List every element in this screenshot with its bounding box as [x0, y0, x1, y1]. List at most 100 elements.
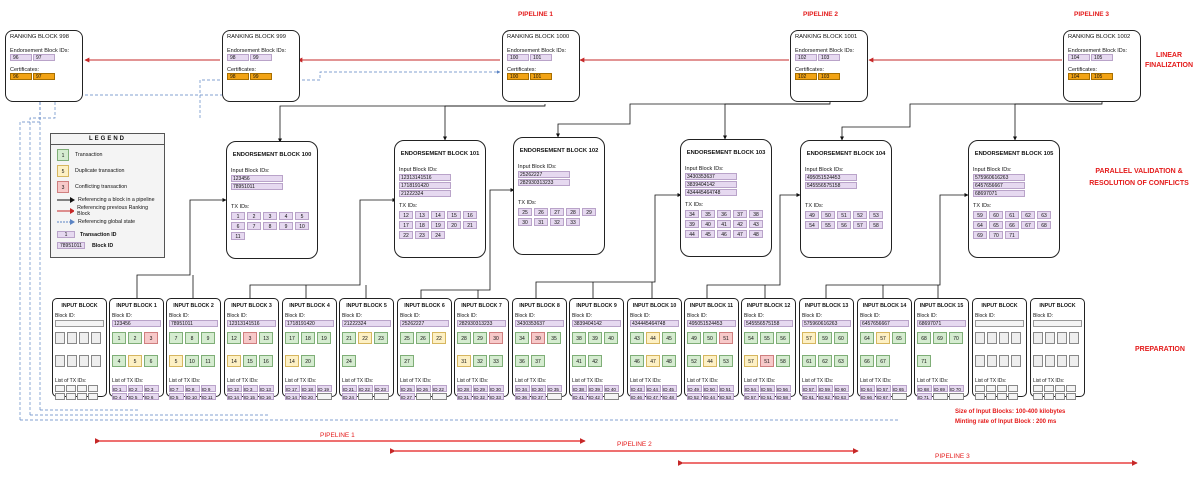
- tx-id-list-item: ID 4: [112, 393, 127, 400]
- empty-transaction-slot: [987, 355, 997, 367]
- tx-list-label: List of TX IDs:: [572, 378, 604, 384]
- transaction: 16: [259, 355, 273, 367]
- transaction: 48: [662, 355, 676, 367]
- tx-id-list-item: ID 54: [744, 385, 759, 392]
- ranking-block-title: RANKING BLOCK 1001: [795, 34, 858, 40]
- input-block-id: 68697071: [973, 190, 1025, 197]
- tx-id-list-item: ID 27: [400, 393, 415, 400]
- tx-id: 2: [247, 212, 261, 220]
- tx-id-list-item: [547, 393, 562, 400]
- input-ids-label: Input Block IDs:: [973, 167, 1012, 173]
- block-id-label: Block ID:: [687, 313, 708, 319]
- input-ids-label: Input Block IDs:: [231, 168, 270, 174]
- transaction: 23: [374, 332, 388, 344]
- transaction: 29: [473, 332, 487, 344]
- endorsement-block-title: ENDORSEMENT BLOCK 105: [974, 151, 1054, 157]
- tx-id-list-item: ID 15: [243, 393, 258, 400]
- tx-id: 56: [837, 221, 851, 229]
- tx-list-label: List of TX IDs:: [1033, 378, 1065, 384]
- transaction: 35: [547, 332, 561, 344]
- legend-conflicting-swatch: 3: [57, 181, 69, 193]
- certificate-chip: 102: [795, 73, 817, 80]
- transaction-grid: [975, 332, 1024, 376]
- tx-id-list-item: ID 49: [687, 385, 702, 392]
- transaction: 49: [687, 332, 701, 344]
- empty-transaction-slot: [91, 355, 101, 367]
- empty-tx-id-slot: [975, 385, 985, 392]
- tx-id-list-item: ID 52: [687, 393, 702, 400]
- input-block-title: INPUT BLOCK 13: [804, 303, 849, 309]
- transaction: 4: [112, 355, 126, 367]
- input-block-id: 3839404142: [685, 181, 737, 188]
- tx-list-label: List of TX IDs:: [687, 378, 719, 384]
- empty-tx-id-slot: [986, 385, 996, 392]
- tx-id-list-item: ID 33: [489, 393, 504, 400]
- block-id-label: Block ID:: [744, 313, 765, 319]
- input-block-title: INPUT BLOCK 9: [576, 303, 617, 309]
- transaction: 53: [719, 355, 733, 367]
- endorsement-id-chip: 104: [1068, 54, 1090, 61]
- preparation-label: PREPARATION: [1135, 346, 1185, 353]
- transaction: 43: [630, 332, 644, 344]
- input-block-title: INPUT BLOCK 12: [746, 303, 791, 309]
- ranking-block-title: RANKING BLOCK 999: [227, 34, 286, 40]
- empty-transaction-slot: [1033, 332, 1043, 344]
- transaction: 14: [227, 355, 241, 367]
- tx-id-list-item: ID 3: [243, 385, 258, 392]
- certificate-chip: 105: [1091, 73, 1113, 80]
- pipeline-label-top: PIPELINE 2: [803, 11, 839, 18]
- endorsement-id-chip: 103: [818, 54, 840, 61]
- transaction: 55: [760, 332, 774, 344]
- transaction: 58: [776, 355, 790, 367]
- tx-id: 24: [431, 231, 445, 239]
- tx-ids-label: TX IDs:: [518, 200, 537, 206]
- tx-id: 53: [869, 211, 883, 219]
- tx-id: 8: [263, 222, 277, 230]
- tx-id-list-item: ID 68: [917, 385, 932, 392]
- blue-dashed-arrow-icon: [57, 219, 75, 225]
- tx-list-label: List of TX IDs:: [515, 378, 547, 384]
- tx-id-list-item: ID 29: [473, 385, 488, 392]
- transaction: 21: [342, 332, 356, 344]
- empty-transaction-slot: [999, 332, 1009, 344]
- tx-id: 46: [717, 230, 731, 238]
- tx-id-list-item: ID 59: [818, 385, 833, 392]
- empty-transaction-slot: [55, 332, 65, 344]
- input-ids-label: Input Block IDs:: [518, 164, 557, 170]
- tx-list-label: List of TX IDs:: [285, 378, 317, 384]
- tx-id-list-item: ID 20: [301, 393, 316, 400]
- certificate-chip: 103: [818, 73, 840, 80]
- block-id-label: Block ID:: [112, 313, 133, 319]
- block-id: [1033, 320, 1082, 327]
- transaction: 46: [630, 355, 644, 367]
- tx-id: 70: [989, 231, 1003, 239]
- input-block-title: INPUT BLOCK 11: [689, 303, 734, 309]
- block-id: 545556575158: [744, 320, 793, 327]
- tx-id-list-item: ID 67: [876, 393, 891, 400]
- tx-id-list-item: ID 53: [719, 393, 734, 400]
- input-block-id: 6457656667: [973, 182, 1025, 189]
- tx-id: 13: [415, 211, 429, 219]
- pipeline-label-bottom: PIPELINE 2: [617, 441, 652, 448]
- tx-id-list-item: [933, 393, 948, 400]
- tx-id: 34: [685, 210, 699, 218]
- tx-id: 66: [1005, 221, 1019, 229]
- tx-id-list-item: ID 37: [531, 393, 546, 400]
- endorsement-id-chip: 100: [507, 54, 529, 61]
- input-ids-label: Input Block IDs:: [805, 167, 844, 173]
- empty-transaction-slot: [987, 332, 997, 344]
- input-block-id: 3430353637: [685, 173, 737, 180]
- block-id: 3839404142: [572, 320, 621, 327]
- parallel-validation-label: PARALLEL VALIDATION & RESOLUTION OF CONF…: [1089, 168, 1189, 187]
- transaction-grid: [1033, 332, 1082, 376]
- empty-transaction-slot: [1069, 332, 1079, 344]
